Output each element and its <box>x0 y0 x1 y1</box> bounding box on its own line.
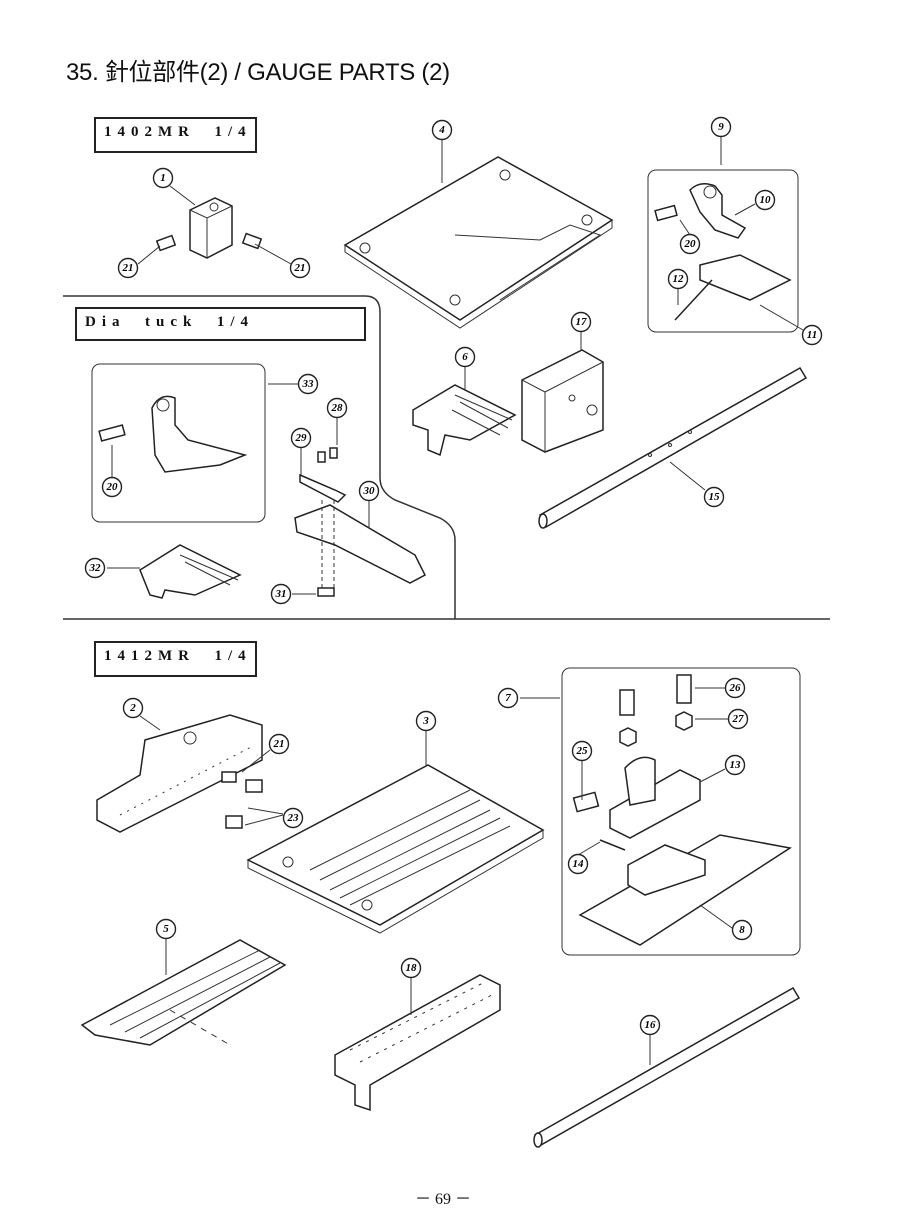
callout-14: 14 <box>567 853 589 875</box>
callout-13: 13 <box>724 754 746 776</box>
svg-text:28: 28 <box>331 402 344 414</box>
callout-20: 20 <box>101 476 123 498</box>
svg-text:9: 9 <box>718 121 724 133</box>
svg-text:21: 21 <box>273 738 285 750</box>
svg-text:29: 29 <box>295 432 308 444</box>
callout-31: 31 <box>270 583 292 605</box>
callout-17: 17 <box>570 311 592 333</box>
page-title: 35. 針位部件(2) / GAUGE PARTS (2) <box>66 59 450 86</box>
svg-text:17: 17 <box>576 316 588 328</box>
parts-28-31 <box>294 447 426 597</box>
svg-text:32: 32 <box>89 562 102 574</box>
model-label-dia-tuck: Dia tuck 1/4 <box>75 307 366 341</box>
callout-21: 21 <box>268 733 290 755</box>
part-7-assembly <box>572 674 792 946</box>
callout-16: 16 <box>639 1014 661 1036</box>
part-33-presser <box>98 395 248 473</box>
callout-25: 25 <box>571 740 593 762</box>
callout-11: 11 <box>801 324 823 346</box>
inset-box-33 <box>91 363 266 523</box>
svg-text:8: 8 <box>739 924 745 936</box>
callout-20: 20 <box>679 233 701 255</box>
svg-text:7: 7 <box>505 692 511 704</box>
part-18-gauge-block <box>334 974 501 1112</box>
svg-text:20: 20 <box>684 238 697 250</box>
callout-8: 8 <box>731 919 753 941</box>
page-number: － 69 － <box>415 1191 472 1208</box>
callout-30: 30 <box>358 480 380 502</box>
svg-text:1: 1 <box>160 172 166 184</box>
svg-text:30: 30 <box>363 485 376 497</box>
callout-4: 4 <box>431 119 453 141</box>
svg-text:3: 3 <box>422 715 429 727</box>
callout-5: 5 <box>155 918 177 940</box>
part-6-gauge-finger <box>412 384 517 457</box>
svg-text:26: 26 <box>729 682 742 694</box>
callout-33: 33 <box>297 373 319 395</box>
part-1-gauge-block <box>155 197 263 259</box>
parts-21-23-screws <box>221 771 263 829</box>
callout-28: 28 <box>326 397 348 419</box>
callout-9: 9 <box>710 116 732 138</box>
part-3-needle-plate <box>246 764 545 934</box>
svg-text:18: 18 <box>406 962 418 974</box>
svg-text:10: 10 <box>760 194 772 206</box>
callout-2: 2 <box>122 697 144 719</box>
part-17-block <box>521 349 604 453</box>
callout-32: 32 <box>84 557 106 579</box>
callout-21: 21 <box>117 257 139 279</box>
svg-text:5: 5 <box>163 923 169 935</box>
part-15-rod <box>538 366 808 529</box>
part-9-assembly <box>654 183 792 321</box>
svg-text:12: 12 <box>673 273 685 285</box>
svg-text:31: 31 <box>275 588 287 600</box>
svg-text:21: 21 <box>294 262 306 274</box>
callout-29: 29 <box>290 427 312 449</box>
svg-text:20: 20 <box>106 481 119 493</box>
svg-text:27: 27 <box>732 713 745 725</box>
leader-lines <box>107 137 804 1065</box>
callout-6: 6 <box>454 346 476 368</box>
callout-21: 21 <box>289 257 311 279</box>
svg-text:16: 16 <box>645 1019 657 1031</box>
callout-7: 7 <box>497 687 519 709</box>
callout-1: 1 <box>152 167 174 189</box>
svg-text:11: 11 <box>807 329 817 341</box>
svg-text:13: 13 <box>730 759 742 771</box>
callout-26: 26 <box>724 677 746 699</box>
callout-23: 23 <box>282 807 304 829</box>
callout-27: 27 <box>727 708 749 730</box>
svg-text:14: 14 <box>573 858 585 870</box>
svg-text:4: 4 <box>438 124 445 136</box>
svg-text:33: 33 <box>302 378 315 390</box>
inset-box-7 <box>561 667 801 956</box>
part-5-gauge-finger <box>80 939 287 1046</box>
svg-text:21: 21 <box>122 262 134 274</box>
model-label-1412mr: 1412MR 1/4 <box>94 641 257 677</box>
model-label-1402mr: 1402MR 1/4 <box>94 117 257 153</box>
part-32-gauge-finger <box>139 544 242 599</box>
svg-text:2: 2 <box>129 702 136 714</box>
svg-text:6: 6 <box>462 351 468 363</box>
callout-10: 10 <box>754 189 776 211</box>
callout-3: 3 <box>415 710 437 732</box>
inset-box-9 <box>647 169 799 333</box>
callout-18: 18 <box>400 957 422 979</box>
callout-12: 12 <box>667 268 689 290</box>
part-16-rod <box>533 986 801 1148</box>
svg-text:25: 25 <box>576 745 589 757</box>
svg-text:15: 15 <box>709 491 721 503</box>
section-divider-dia-tuck <box>63 295 456 619</box>
svg-text:23: 23 <box>287 812 300 824</box>
part-2-gauge-block <box>96 714 263 833</box>
callout-15: 15 <box>703 486 725 508</box>
part-4-needle-plate <box>343 156 614 329</box>
